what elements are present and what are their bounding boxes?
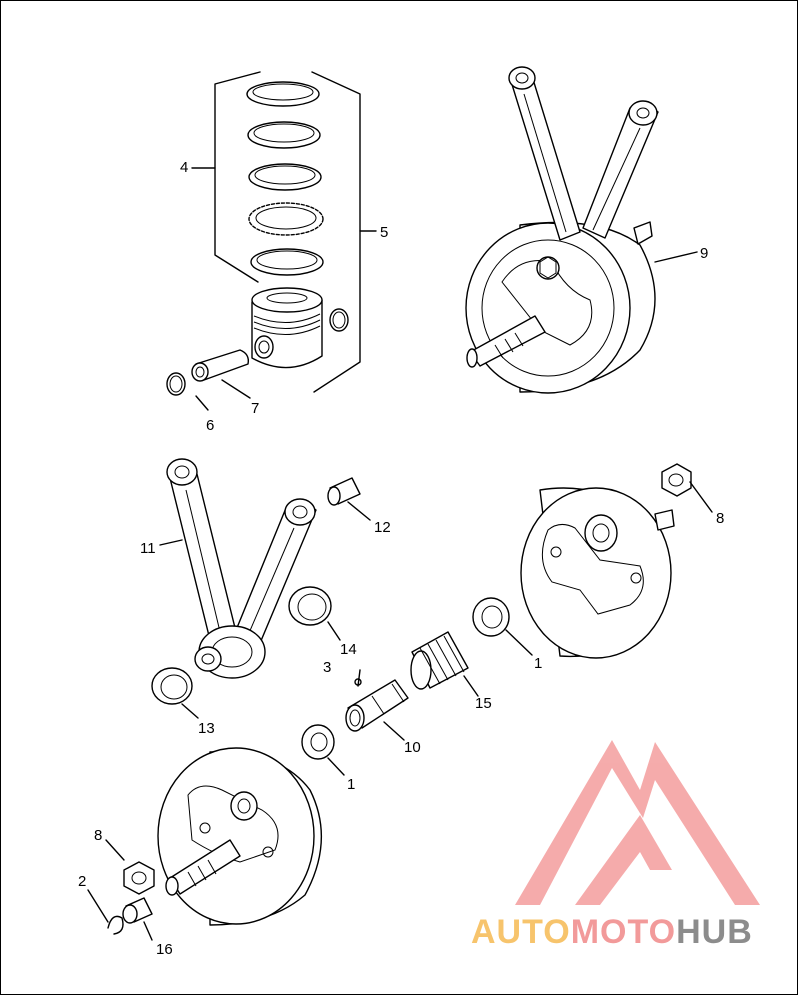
piston-pin-clip-left	[166, 372, 186, 396]
flywheel-right-half	[520, 487, 675, 659]
piston-ring-set	[246, 81, 324, 276]
rod-bushing-12	[327, 477, 361, 506]
nut-8-right	[661, 463, 692, 497]
callout-6: 6	[206, 417, 214, 434]
retaining-ring-2	[107, 915, 124, 935]
callout-8-left: 8	[94, 827, 102, 844]
callout-16: 16	[156, 941, 173, 958]
callout-15: 15	[475, 695, 492, 712]
leader-lines	[87, 251, 713, 941]
watermark-hub: HUB	[676, 913, 753, 951]
callout-4: 4	[180, 159, 188, 176]
connecting-rod-assembly	[166, 458, 317, 679]
callout-2: 2	[78, 873, 86, 890]
callout-3: 3	[323, 659, 331, 676]
piston-pin	[191, 349, 250, 382]
callout-13: 13	[198, 720, 215, 737]
bearing-race-14	[288, 586, 332, 626]
flywheel-left-half	[157, 747, 323, 926]
callout-12: 12	[374, 519, 391, 536]
watermark-moto: MOTO	[570, 913, 677, 951]
callout-labels: 4 5 6 7 9 11 12 14 13 3 10 15 1 1 8 8 2 …	[78, 159, 724, 958]
watermark-auto: AUTO	[471, 913, 571, 951]
callout-8-right: 8	[716, 510, 724, 527]
needle-bearing-15	[410, 631, 469, 690]
thrust-washer-1-right	[472, 597, 510, 637]
automotohub-emblem	[515, 740, 760, 905]
flywheel-assembly	[465, 66, 659, 394]
callout-5: 5	[380, 224, 388, 241]
callout-14: 14	[340, 641, 357, 658]
callout-1-left: 1	[347, 776, 355, 793]
piston	[251, 287, 323, 369]
callout-9: 9	[700, 245, 708, 262]
bearing-race-13	[151, 667, 193, 705]
piston-pin-clip-right	[329, 308, 349, 332]
bracket-4	[191, 71, 261, 283]
automotohub-watermark: AUTOMOTOHUB	[471, 912, 753, 952]
callout-10: 10	[404, 739, 421, 756]
callout-11: 11	[140, 540, 156, 557]
bracket-5	[311, 71, 377, 393]
callout-1-right: 1	[534, 655, 542, 672]
crank-pin-10	[345, 679, 409, 732]
thrust-washer-1-left	[301, 724, 335, 760]
bushing-16	[122, 897, 153, 924]
callout-7: 7	[251, 400, 259, 417]
nut-8-left	[123, 861, 155, 895]
